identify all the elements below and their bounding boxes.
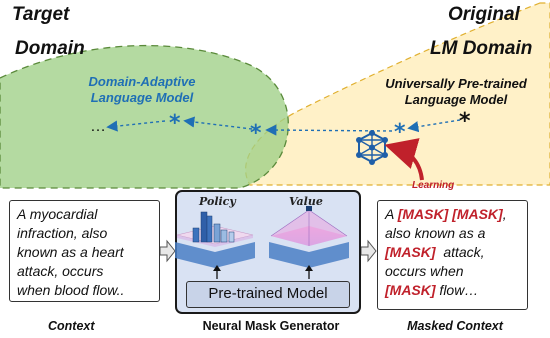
context-line: when blood flow.. bbox=[17, 282, 125, 298]
continuation-ellipsis: … bbox=[90, 118, 106, 135]
arrow-pretrained-to-star bbox=[407, 119, 461, 133]
mask-token: [MASK] bbox=[385, 282, 436, 298]
target-domain-region bbox=[0, 44, 289, 189]
masked-line: [MASK] attack, bbox=[385, 243, 520, 262]
context-line: known as a heart bbox=[17, 244, 124, 260]
context-caption: Context bbox=[48, 319, 95, 333]
masked-context-caption: Masked Context bbox=[407, 319, 503, 333]
pretrained-lm-label: Universally Pre-trained Language Model bbox=[385, 76, 527, 107]
masked-text: attack, bbox=[435, 244, 485, 260]
policy-head-graphic bbox=[174, 211, 255, 268]
arrow-to-domain-adaptive bbox=[183, 116, 253, 130]
neural-mask-generator-panel: Policy Value bbox=[174, 190, 361, 314]
context-line: A myocardial bbox=[17, 206, 98, 222]
arrow-context-to-generator bbox=[159, 239, 176, 263]
original-domain-subtitle: LM Domain bbox=[430, 38, 533, 59]
masked-line: [MASK] flow… bbox=[385, 281, 520, 300]
value-head-graphic bbox=[268, 205, 349, 268]
masked-line: also known as a bbox=[385, 225, 486, 241]
masked-text: flow… bbox=[435, 282, 479, 298]
generator-caption: Neural Mask Generator bbox=[202, 319, 340, 333]
domain-adaptive-lm-label: Domain-Adaptive Language Model bbox=[88, 74, 196, 105]
pretrained-model-box: Pre-trained Model bbox=[186, 281, 350, 308]
original-domain-region bbox=[245, 2, 550, 186]
target-domain-title: Target bbox=[12, 4, 70, 25]
adapting-star-icon: * bbox=[250, 121, 262, 146]
masked-context-box: A [MASK] [MASK], also known as a [MASK] … bbox=[377, 200, 528, 310]
context-box: A myocardial infraction, also known as a… bbox=[9, 200, 160, 302]
context-line: infraction, also bbox=[17, 225, 108, 241]
learning-arrow bbox=[384, 138, 424, 181]
midway-star-icon: * bbox=[394, 120, 406, 145]
masked-line: occurs when bbox=[385, 263, 464, 279]
value-head-label: Value bbox=[289, 195, 323, 208]
original-domain-title: Original bbox=[448, 4, 520, 25]
policy-head-label: Policy bbox=[199, 195, 236, 208]
masked-text: , bbox=[502, 206, 507, 222]
masked-line: A [MASK] [MASK], bbox=[385, 205, 520, 224]
generator-heads-illustration bbox=[174, 205, 349, 279]
mask-token: [MASK] bbox=[385, 244, 436, 260]
masked-text: A bbox=[385, 206, 398, 222]
pretrained-star-icon: * bbox=[459, 109, 471, 134]
arrow-generator-to-masked bbox=[360, 239, 377, 263]
target-domain-subtitle: Domain bbox=[15, 38, 85, 59]
context-line: attack, occurs bbox=[17, 263, 104, 279]
learning-label: Learning bbox=[412, 180, 455, 191]
mask-token: [MASK] [MASK] bbox=[397, 206, 503, 222]
domain-adaptive-star-icon: * bbox=[169, 111, 181, 136]
